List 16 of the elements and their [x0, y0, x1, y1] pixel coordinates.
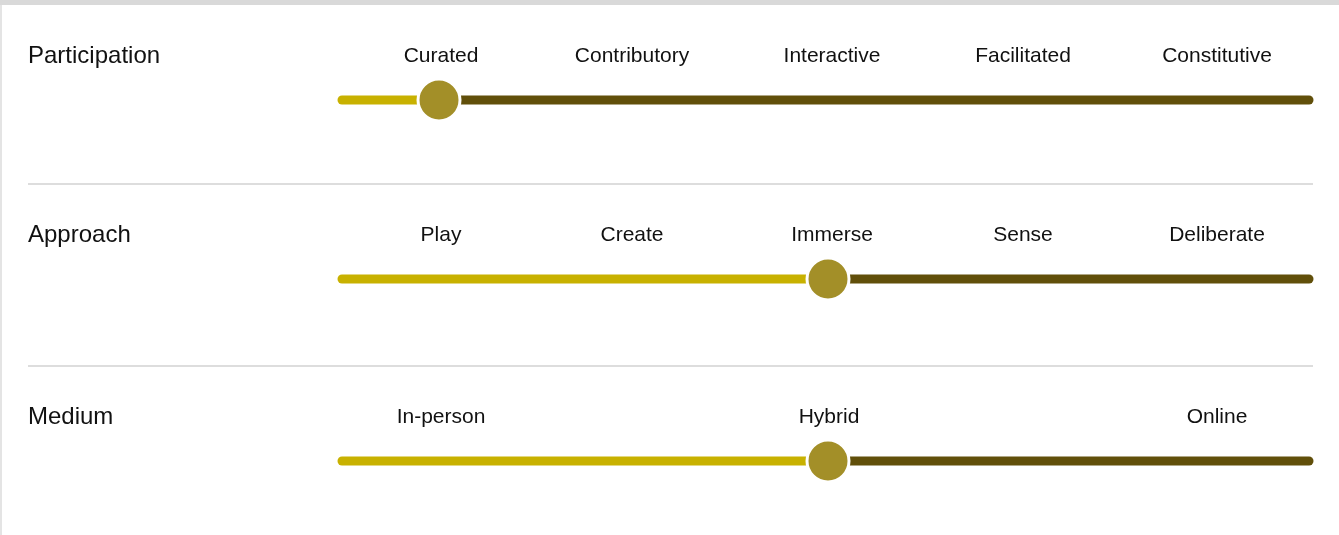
- row-title: Medium: [28, 404, 114, 428]
- option-label: Play: [420, 223, 462, 244]
- option-label: Contributory: [574, 44, 690, 65]
- option-label: Constitutive: [1162, 44, 1272, 65]
- option-label: Create: [600, 223, 664, 244]
- row-title: Approach: [28, 222, 131, 246]
- option-label: Deliberate: [1169, 223, 1265, 244]
- option-label: Curated: [403, 44, 479, 65]
- row-title: Participation: [28, 43, 161, 67]
- option-label: Sense: [993, 223, 1053, 244]
- option-label: Immerse: [791, 223, 873, 244]
- option-label: Facilitated: [975, 44, 1071, 65]
- option-label: Online: [1186, 405, 1248, 426]
- option-label: Interactive: [783, 44, 881, 65]
- option-label: Hybrid: [798, 405, 860, 426]
- option-label: In-person: [396, 405, 486, 426]
